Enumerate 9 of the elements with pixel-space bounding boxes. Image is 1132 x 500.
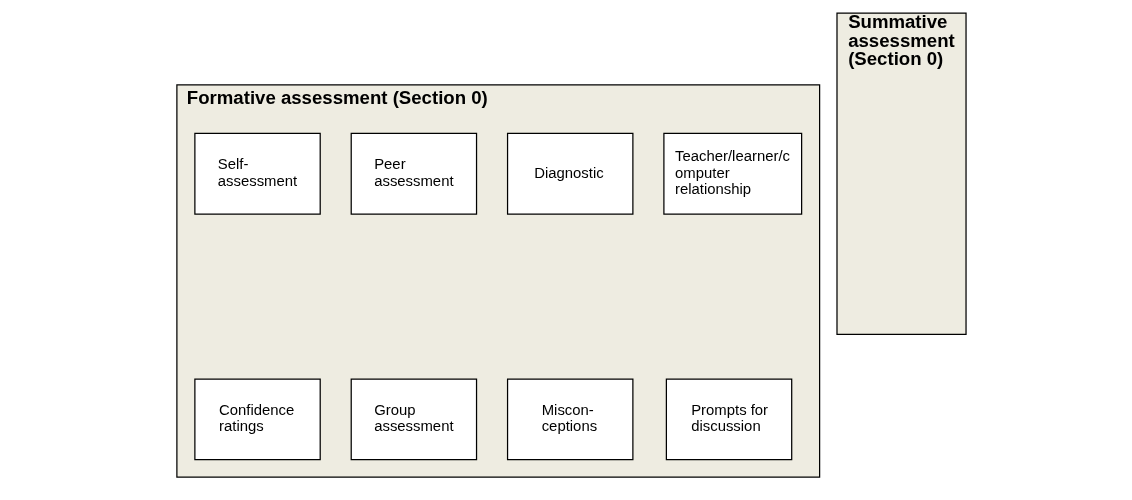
node-box: Summative assessment (Section 0) bbox=[835, 12, 967, 335]
node-box: Diagnostic bbox=[506, 132, 633, 215]
node-box: Group assessment bbox=[350, 378, 477, 461]
node-box: Prompts for discussion bbox=[665, 378, 792, 461]
node-box: Teacher/learner/c omputer relationship bbox=[662, 132, 802, 215]
node-box: Peer assessment bbox=[350, 132, 477, 215]
node-box: Miscon- ceptions bbox=[506, 378, 633, 461]
node-box: Self- assessment bbox=[193, 132, 321, 215]
node-box: Confidence ratings bbox=[193, 378, 321, 461]
